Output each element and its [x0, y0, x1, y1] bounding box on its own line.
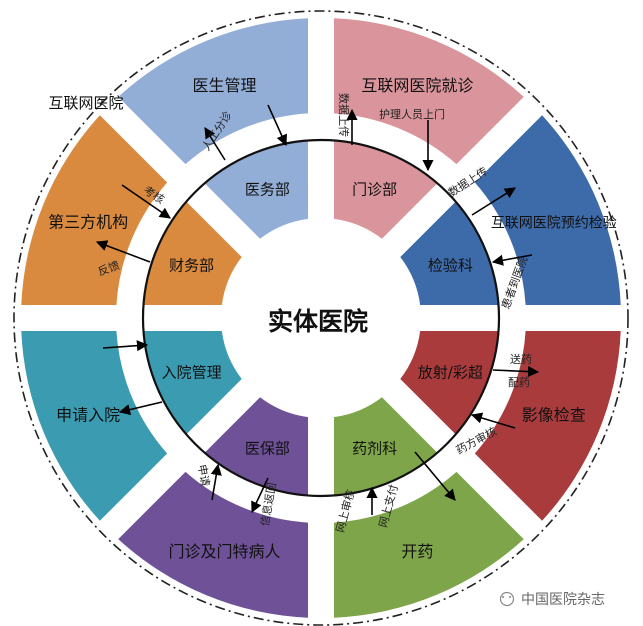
center-label: 实体医院 [268, 307, 368, 336]
outer-block-admission [21, 330, 168, 521]
inner-label-lab: 检验科 [428, 256, 473, 274]
arrow-deliver [492, 365, 540, 378]
outer-label-imaging: 影像检查 [522, 405, 586, 424]
internet-hospital-label: 互联网医院 [48, 94, 123, 112]
outer-label-insurance: 门诊及门特病人 [169, 542, 281, 561]
outer-label-pharmacy: 开药 [401, 542, 433, 561]
arrow-outpatient-down [267, 104, 287, 147]
internet-hospital-boundary [13, 10, 629, 626]
outer-label-medical: 医生管理 [193, 76, 257, 95]
arrow-finance-out [118, 401, 163, 416]
outer-block-imaging [474, 330, 621, 521]
physical-hospital-ring [141, 138, 501, 498]
arrow-patient-to-hospital [491, 254, 533, 266]
outer-label-admission: 申请入院 [56, 405, 120, 424]
wechat-icon [499, 591, 515, 607]
arrow-finance-in [102, 340, 149, 352]
arrow-insurance-out [414, 451, 456, 501]
watermark-text: 中国医院杂志 [521, 592, 605, 608]
inner-block-admission [143, 330, 242, 435]
inner-label-imaging: 放射/彩超 [418, 364, 483, 382]
inner-label-outpatient: 门诊部 [352, 181, 397, 199]
inner-label-pharmacy: 药剂科 [352, 439, 397, 457]
outer-block-lab [474, 115, 621, 306]
flow-label-data-upload: 数据上传 [337, 93, 351, 137]
arrow-assess [121, 184, 171, 219]
outer-block-pharmacy [333, 471, 524, 618]
outer-label-finance: 第三方机构 [48, 213, 128, 232]
inner-block-lab [400, 201, 499, 306]
arrow-feedback [95, 240, 151, 263]
arrow-triage [204, 127, 226, 161]
watermark: 中国医院杂志 [499, 591, 605, 608]
outer-label-outpatient: 互联网医院就诊 [361, 76, 473, 95]
outer-block-outpatient [333, 18, 524, 165]
flow-label-deliver: 送药 [510, 352, 532, 366]
inner-label-finance: 财务部 [169, 256, 214, 274]
flow-label-dispense: 配药 [508, 376, 530, 389]
outer-block-medical [118, 18, 309, 165]
inner-block-finance [143, 201, 242, 306]
arrow-prescription-review [470, 412, 516, 429]
outer-label-lab: 互联网医院预约检验 [491, 216, 617, 232]
inner-label-medical: 医务部 [245, 181, 290, 199]
outer-block-insurance [118, 471, 309, 618]
outer-block-finance [21, 115, 168, 306]
flow-label-nurse-visit: 护理人员上门 [379, 107, 445, 121]
arrow-imaging-upload [471, 187, 516, 216]
flow-label-apply: 申请 [195, 463, 212, 487]
arrow-apply [210, 463, 222, 501]
arrow-info-return [251, 477, 269, 514]
inner-label-admission: 入院管理 [162, 364, 222, 382]
inner-label-insurance: 医保部 [245, 439, 290, 457]
